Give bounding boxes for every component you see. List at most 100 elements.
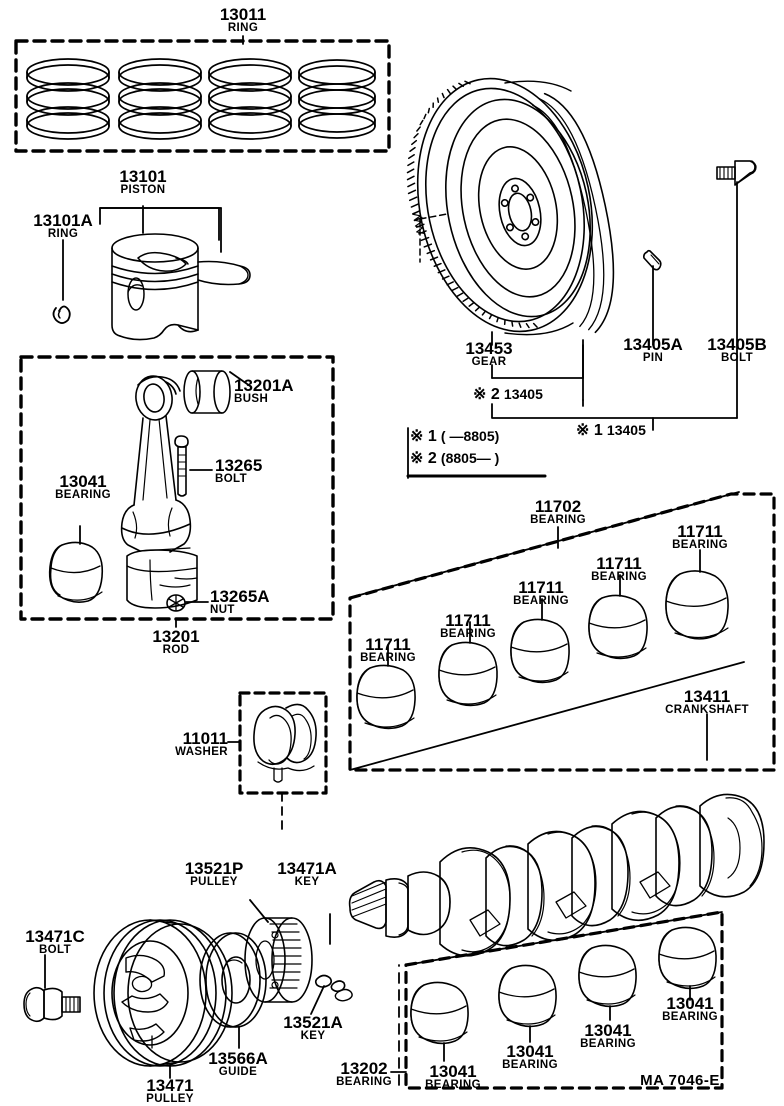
woodruff-keys [310,913,346,1015]
part-number: 13202 [340,1059,388,1078]
crankshaft [348,713,765,957]
part-desc: GUIDE [218,1066,258,1078]
part-desc: BOLT [720,352,754,364]
part-desc: BEARING [513,595,569,607]
part-desc: BEARING [425,1079,481,1091]
callout-bearing-13041-2: 13041 BEARING [502,1043,558,1072]
callout-bearing-13041-1: 13041 BEARING [425,1063,481,1092]
callout-bearing-13041-rod: 13041 BEARING [55,473,111,502]
part-number: 13566A [208,1049,268,1068]
mark-2-symbol: ※ 2 [473,386,500,403]
flywheel-bolt [716,160,757,346]
washer-group-box [238,691,328,795]
callout-bush-13201a: 13201A BUSH [234,377,294,406]
part-number: 11711 [365,635,411,654]
part-number: 13101 [119,167,167,186]
part-number: 13201 [152,627,200,646]
part-desc: NUT [210,604,235,616]
callout-pulley-13471: 13471 PULLEY [146,1077,194,1106]
crank-pulley [93,919,233,1079]
part-number: 13471A [277,859,337,878]
part-desc: BEARING [530,514,586,526]
part-desc: BEARING [336,1076,392,1088]
piston-ring-stack [26,58,376,140]
part-number: 13405A [623,335,683,354]
part-number: 13265 [215,456,263,475]
part-desc: KEY [294,876,320,888]
callout-washer-11011: 11011 WASHER [175,730,228,759]
part-desc: PIN [642,352,664,364]
rod-bush [183,370,251,414]
main-bearing-shells [356,549,729,730]
callout-bolt-13265: 13265 BOLT [215,457,262,486]
ring-group-box [14,39,391,153]
part-number: 13101A [33,211,93,230]
part-number: 13011 [219,5,267,24]
part-desc: BUSH [234,393,269,405]
part-desc: ROD [162,644,190,656]
crank-pulley-assembly [23,899,346,1079]
part-desc: CRANKSHAFT [665,704,749,716]
part-desc: BEARING [502,1059,558,1071]
rod-bearing-shell [48,525,104,603]
part-desc: BEARING [662,1011,718,1023]
part-number: 13521A [283,1013,343,1032]
callout-ring-13101a: 13101A RING [33,212,93,241]
piston-assembly [52,205,251,341]
callout-pin-13405a: 13405A PIN [623,336,683,365]
part-number: 11702 [534,497,582,516]
part-desc: GEAR [471,356,507,368]
callout-bearing-11711-1: 11711 BEARING [360,636,416,665]
callout-key-13521a: 13521A KEY [283,1014,343,1043]
part-number: 13265A [210,587,270,606]
rod-bolt [174,435,213,497]
mark-1-symbol: ※ 1 [410,428,437,445]
flywheel-assembly [406,77,757,431]
part-desc: BEARING [672,539,728,551]
mark-2-part: 13405 [503,386,543,402]
callout-bearing-11711-3: 11711 BEARING [513,579,569,608]
part-number: 11711 [445,611,491,630]
flywheel-mark2-note: ※ 2 13405 [473,384,543,404]
part-desc: BEARING [440,628,496,640]
part-number: 13041 [584,1021,632,1040]
flywheel-mark1-note: ※ 1 13405 [576,420,646,440]
part-number: 11711 [518,578,564,597]
callout-bolt-13471c: 13471C BOLT [25,928,85,957]
part-desc: BEARING [591,571,647,583]
mark-1-part: 13405 [606,422,646,438]
connecting-rod [48,370,251,612]
part-number: 11711 [677,522,723,541]
mark-2-symbol: ※ 2 [410,450,437,467]
part-number: 13041 [666,994,714,1013]
pulley-bolt [23,954,81,1023]
part-number: 13471 [146,1076,194,1095]
part-desc: BEARING [580,1038,636,1050]
date-note-2: ※ 2 (8805— ) [410,448,499,468]
part-number: 13041 [429,1062,477,1081]
part-number: 13521P [184,859,244,878]
part-number: 13405B [707,335,767,354]
callout-rod-13201: 13201 ROD [152,628,199,657]
callout-ring-13011: 13011 RING [220,6,266,35]
callout-bearing-13041-4: 13041 BEARING [662,995,718,1024]
part-number: 11011 [182,729,228,748]
part-desc: KEY [300,1030,326,1042]
part-number: 13471C [25,927,85,946]
date-note-1: ※ 1 ( —8805) [410,426,499,446]
date-range-1: ( —8805) [440,428,500,444]
thrust-washer [253,703,317,783]
rod-bearing-shells [410,926,717,1062]
part-number: 13041 [59,472,107,491]
callout-piston-13101: 13101 PISTON [119,168,166,197]
date-range-2: (8805— ) [440,450,500,466]
callout-bearing-13202: 13202 BEARING [336,1060,392,1089]
dowel-pin [643,249,662,346]
part-desc: PULLEY [146,1093,194,1105]
callout-key-13471a: 13471A KEY [277,860,337,889]
callout-bearing-11711-5: 11711 BEARING [672,523,728,552]
part-number: 13411 [683,687,731,706]
part-desc: RING [47,228,79,240]
callout-bearing-11711-4: 11711 BEARING [591,555,647,584]
